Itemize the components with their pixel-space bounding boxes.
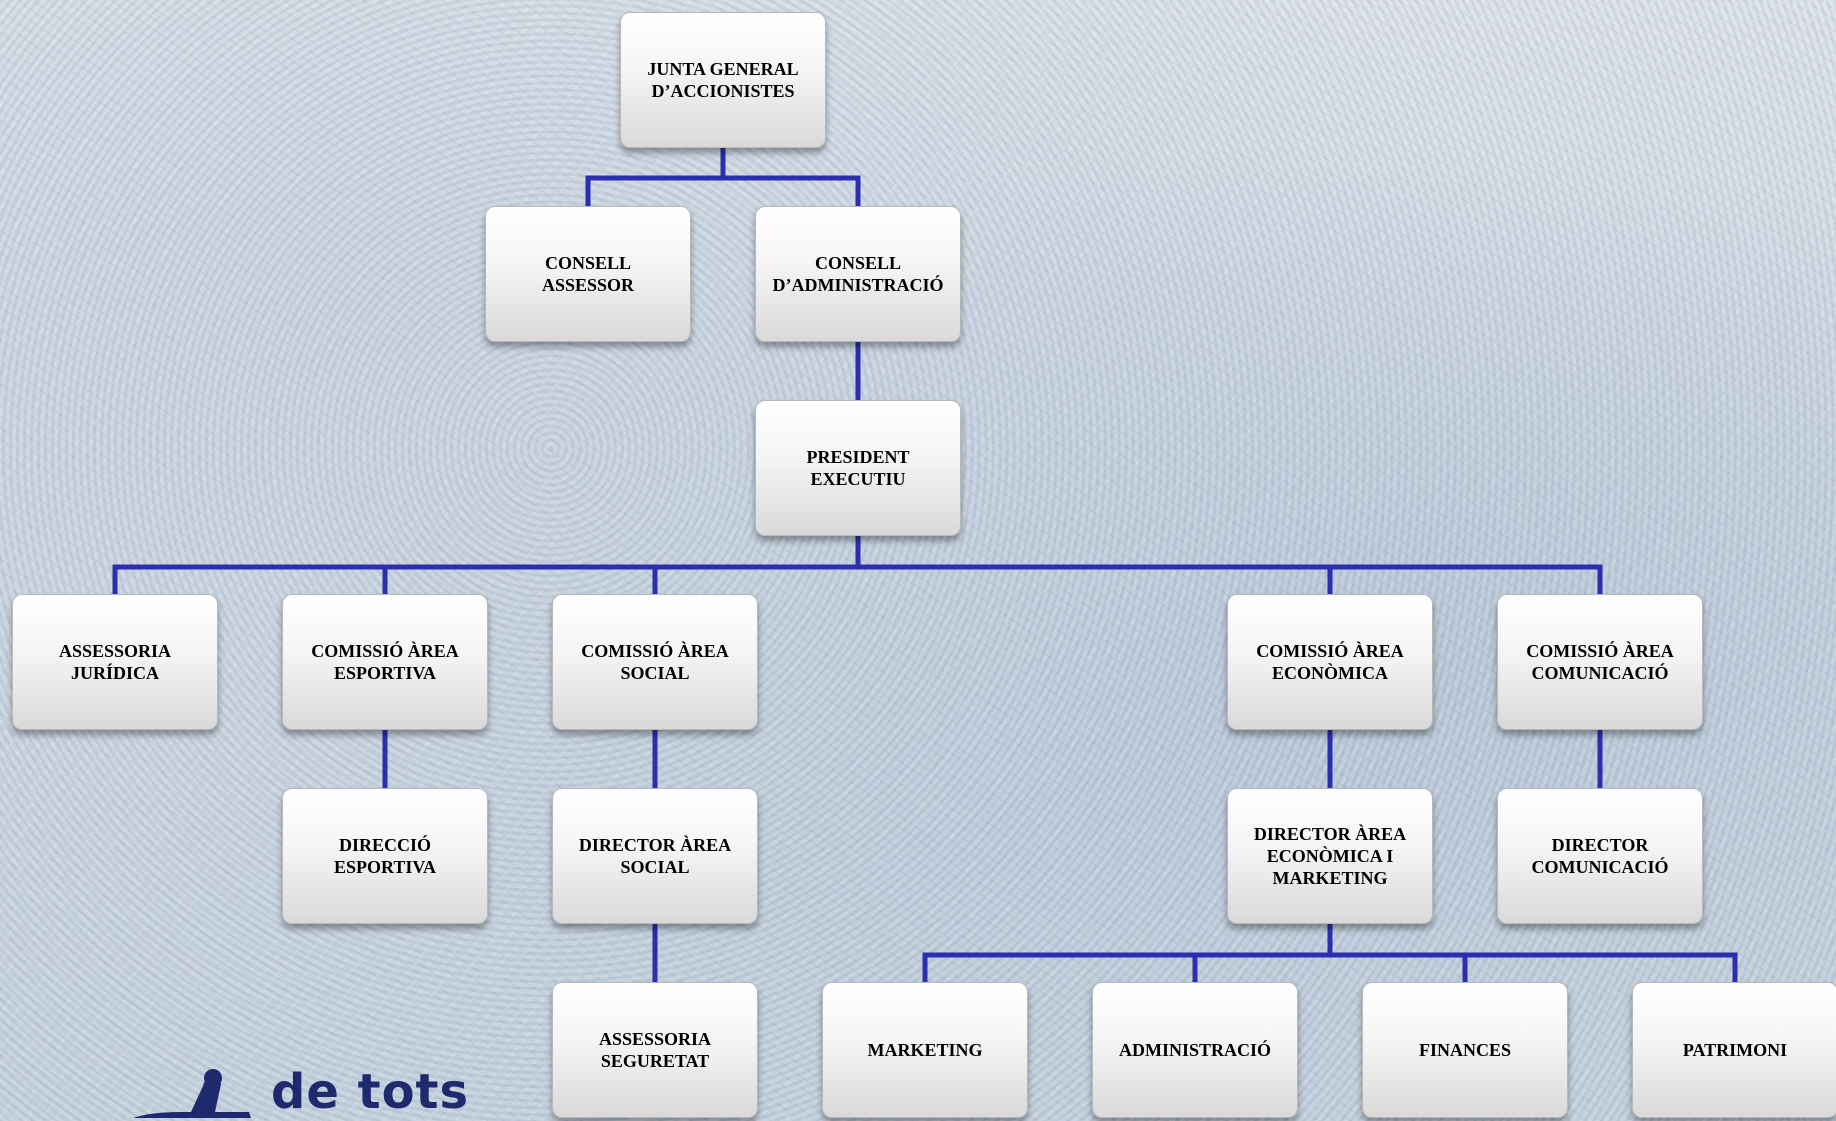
node-consell-administracio: CONSELL D’ADMINISTRACIÓ — [755, 206, 961, 342]
node-label: MARKETING — [867, 1040, 983, 1060]
node-junta-general: JUNTA GENERAL D’ACCIONISTES — [620, 12, 826, 148]
node-director-economica: DIRECTOR ÀREA ECONÒMICA I MARKETING — [1227, 788, 1433, 924]
node-label: ASSESSORIA SEGURETAT — [598, 1029, 712, 1071]
node-label: DIRECTOR ÀREA ECONÒMICA I MARKETING — [1253, 824, 1407, 888]
node-label: COMISSIÓ ÀREA COMUNICACIÓ — [1526, 641, 1674, 683]
logo-text: de tots — [271, 1066, 470, 1120]
node-label: COMISSIÓ ÀREA ESPORTIVA — [311, 641, 459, 683]
node-administracio: ADMINISTRACIÓ — [1092, 982, 1298, 1118]
node-director-comunicacio: DIRECTOR COMUNICACIÓ — [1497, 788, 1703, 924]
node-comissio-social: COMISSIÓ ÀREA SOCIAL — [552, 594, 758, 730]
node-label: PRESIDENT EXECUTIU — [806, 447, 910, 489]
connector-commissions — [112, 535, 1603, 597]
node-assessoria-seguretat: ASSESSORIA SEGURETAT — [552, 982, 758, 1118]
node-label: DIRECTOR ÀREA SOCIAL — [578, 835, 732, 877]
node-label: DIRECCIÓ ESPORTIVA — [333, 835, 437, 877]
node-label: JUNTA GENERAL D’ACCIONISTES — [647, 59, 799, 101]
node-consell-assessor: CONSELL ASSESSOR — [485, 206, 691, 342]
node-label: COMISSIÓ ÀREA ECONÒMICA — [1256, 641, 1404, 683]
reclining-figure-icon — [133, 1069, 251, 1118]
node-marketing: MARKETING — [822, 982, 1028, 1118]
node-comissio-comunicacio: COMISSIÓ ÀREA COMUNICACIÓ — [1497, 594, 1703, 730]
node-patrimoni: PATRIMONI — [1632, 982, 1836, 1118]
node-assessoria-juridica: ASSESSORIA JURÍDICA — [12, 594, 218, 730]
connector-departments — [922, 923, 1738, 985]
node-label: ADMINISTRACIÓ — [1118, 1040, 1271, 1060]
node-label: FINANCES — [1418, 1040, 1511, 1060]
node-president-executiu: PRESIDENT EXECUTIU — [755, 400, 961, 536]
node-label: CONSELL D’ADMINISTRACIÓ — [772, 253, 944, 295]
node-direccio-esportiva: DIRECCIÓ ESPORTIVA — [282, 788, 488, 924]
node-label: PATRIMONI — [1682, 1040, 1788, 1060]
node-finances: FINANCES — [1362, 982, 1568, 1118]
de-tots-logo: de tots — [131, 1066, 495, 1121]
node-label: DIRECTOR COMUNICACIÓ — [1531, 835, 1669, 877]
node-label: ASSESSORIA JURÍDICA — [58, 641, 172, 683]
connector-junta — [585, 145, 861, 209]
node-comissio-economica: COMISSIÓ ÀREA ECONÒMICA — [1227, 594, 1433, 730]
node-label: COMISSIÓ ÀREA SOCIAL — [581, 641, 729, 683]
node-label: CONSELL ASSESSOR — [541, 253, 635, 295]
node-director-social: DIRECTOR ÀREA SOCIAL — [552, 788, 758, 924]
node-comissio-esportiva: COMISSIÓ ÀREA ESPORTIVA — [282, 594, 488, 730]
